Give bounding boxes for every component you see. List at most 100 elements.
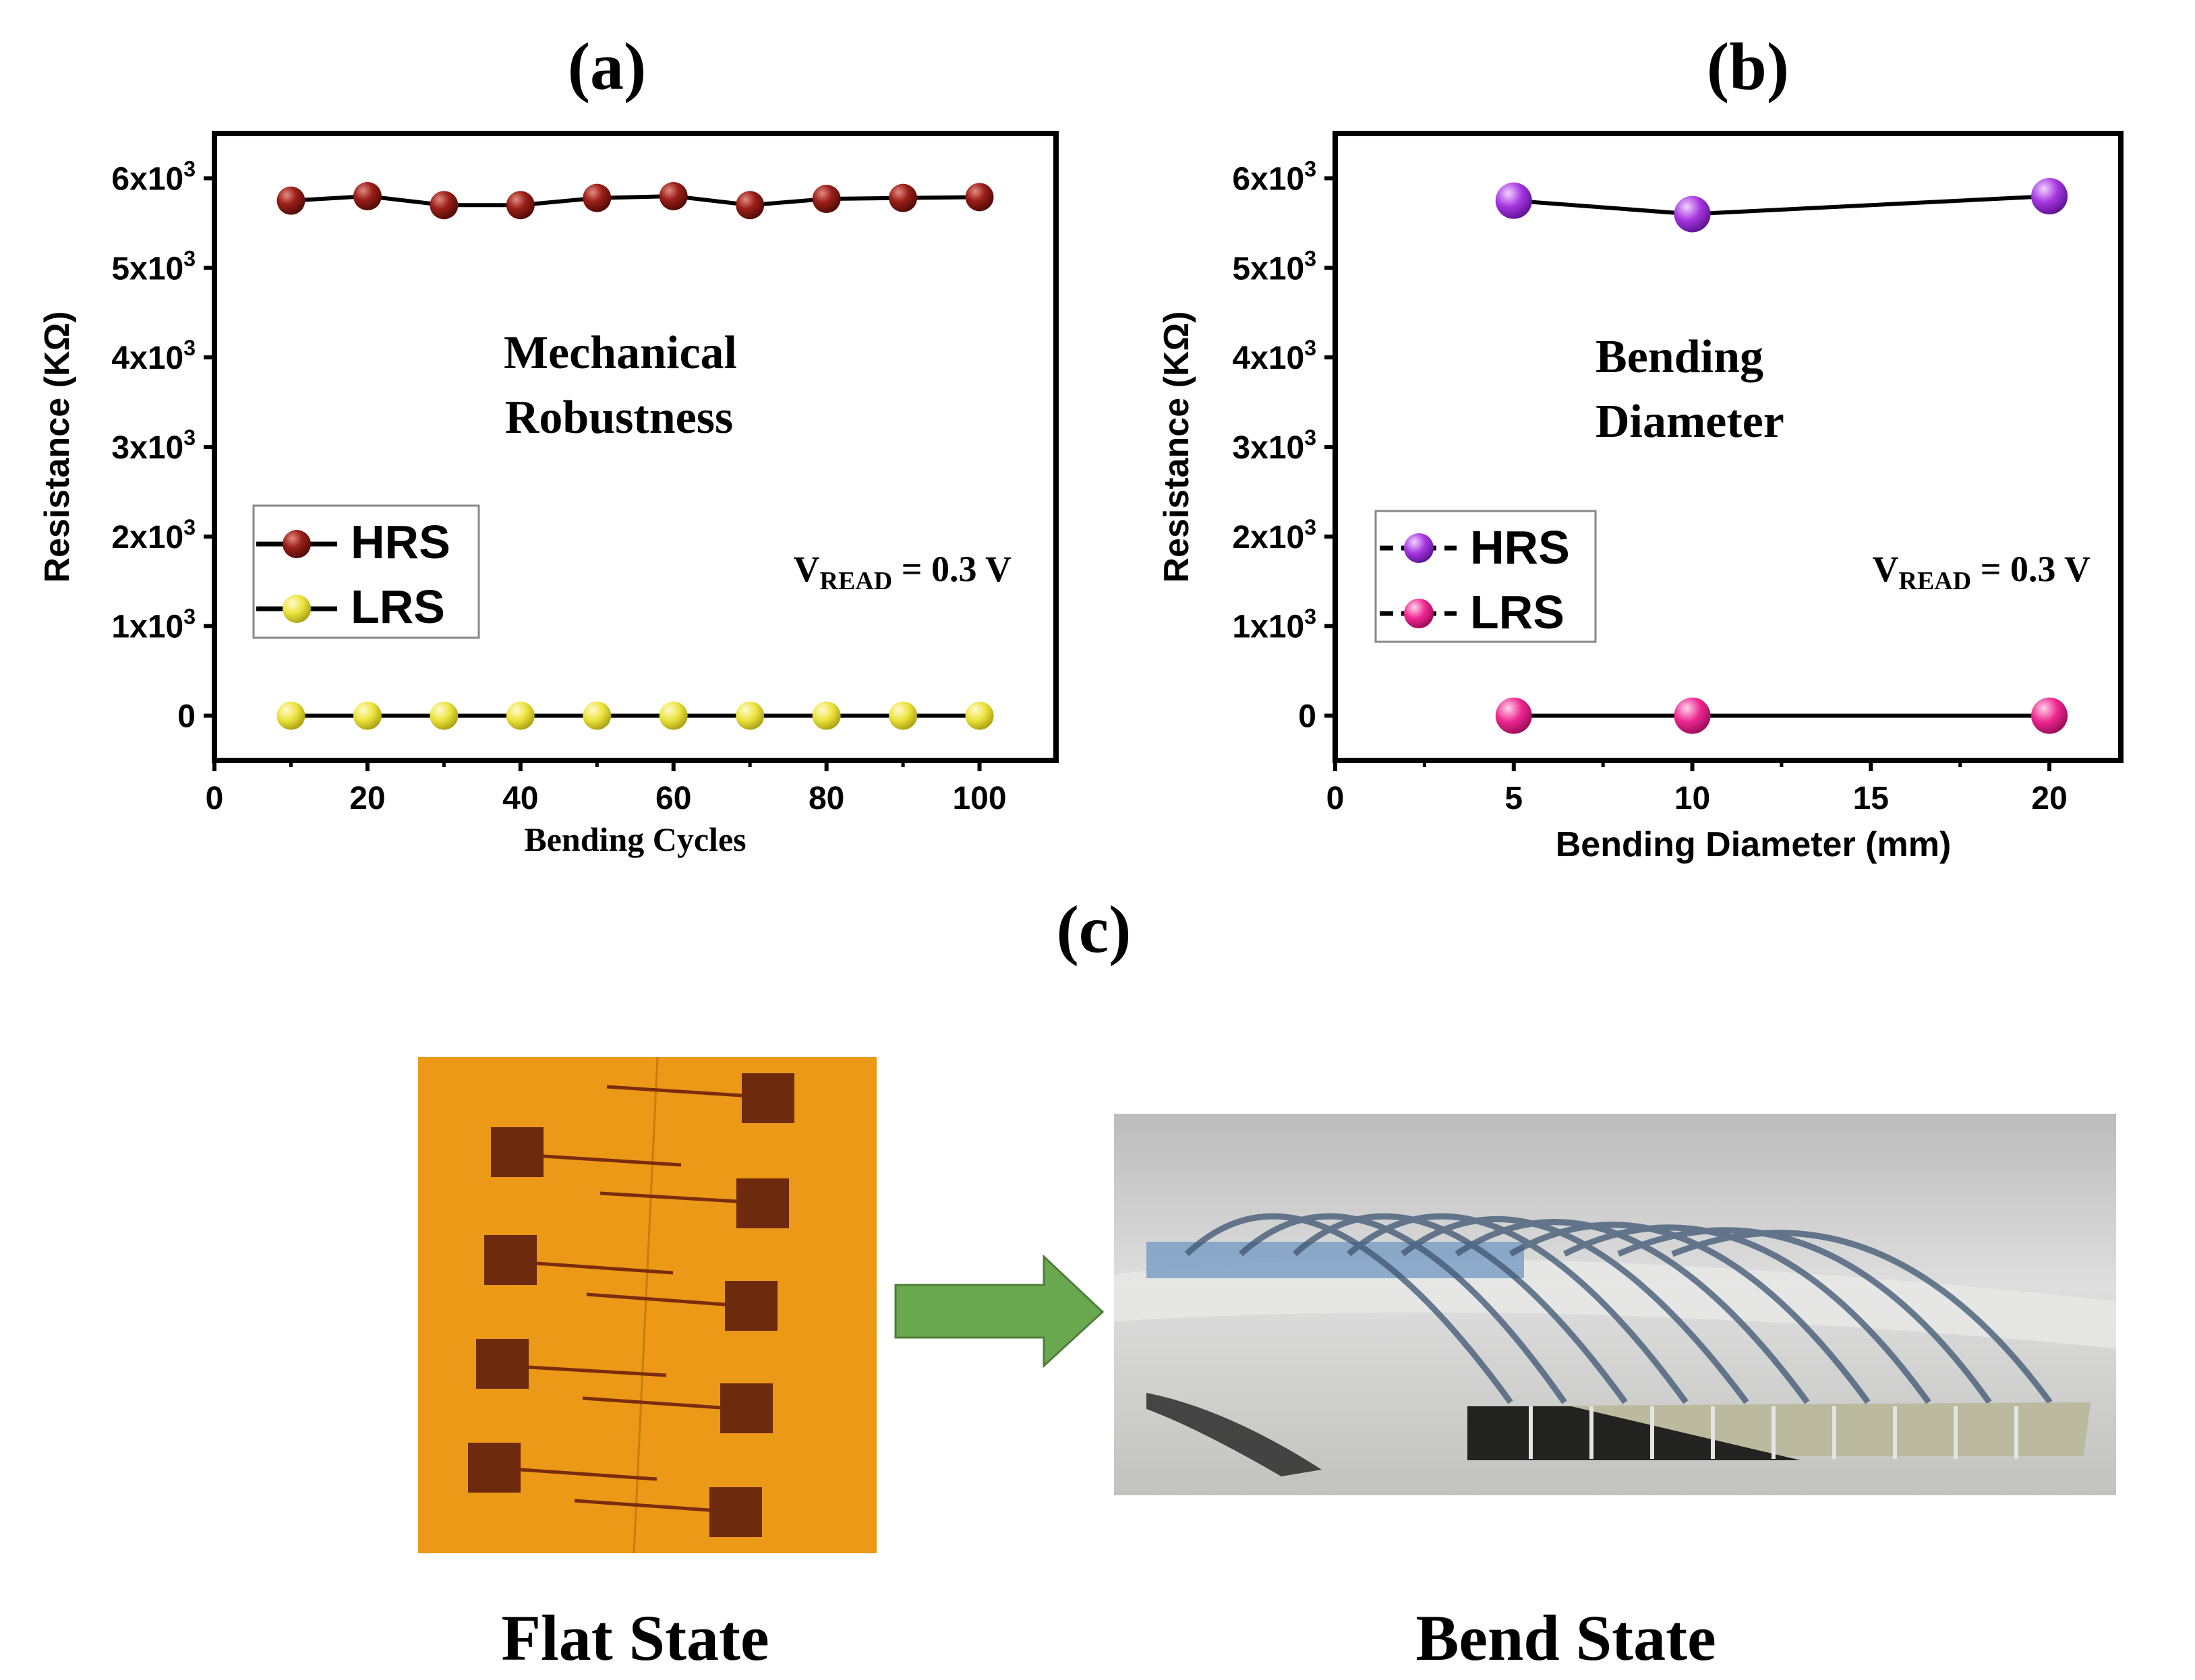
y-tick-label: 1x103 <box>1232 605 1316 645</box>
vread-v: V <box>794 549 820 589</box>
flat-state-photo <box>418 1056 877 1554</box>
data-point <box>506 701 535 730</box>
legend-hrs-marker <box>1404 533 1434 563</box>
legend-hrs-marker <box>283 530 311 558</box>
y-axis-label: Resistance (KΩ) <box>1157 311 1196 583</box>
vread-annotation: VREAD = 0.3 V <box>794 549 1012 595</box>
x-tick-label: 15 <box>1853 781 1889 816</box>
y-tick-label: 0 <box>1298 699 1316 735</box>
electrode-pad <box>742 1073 794 1123</box>
y-tick-label: 5x103 <box>111 246 196 287</box>
x-tick-labels: 0 5 10 15 20 <box>1326 781 2068 816</box>
data-point <box>889 701 918 730</box>
y-tick-label: 0 <box>177 699 196 735</box>
data-point <box>1674 697 1711 734</box>
data-series <box>1495 178 2068 734</box>
y-tick-label: 1x103 <box>111 605 196 645</box>
x-tick-label: 10 <box>1674 781 1710 816</box>
x-tick-label: 5 <box>1504 781 1523 816</box>
data-point <box>276 186 305 215</box>
series-hrs <box>1495 178 2068 233</box>
x-axis-label: Bending Cycles <box>524 820 746 858</box>
y-tick-label: 2x103 <box>111 515 196 556</box>
x-tick-label: 20 <box>2031 781 2067 816</box>
data-point <box>736 191 765 220</box>
electrode-pad <box>468 1443 521 1493</box>
series-line <box>291 193 980 208</box>
vread-value: = 0.3 V <box>1971 549 2090 589</box>
vread-sub: READ <box>1899 567 1972 595</box>
y-tick-label: 5x103 <box>1232 246 1316 287</box>
y-tick-label: 4x103 <box>111 336 196 376</box>
electrode-pad <box>720 1383 773 1433</box>
data-point <box>1495 182 1532 219</box>
x-tick-label: 0 <box>1326 781 1345 816</box>
data-series <box>276 182 994 730</box>
legend-lrs-label: LRS <box>351 580 445 633</box>
y-tick-labels: 6x103 5x103 4x103 3x103 2x103 1x103 0 <box>1232 156 1316 734</box>
electrode-pad <box>476 1339 529 1389</box>
electrode-pad <box>491 1127 544 1177</box>
arrow-icon <box>894 1254 1105 1369</box>
plot-frame <box>1333 131 2124 763</box>
chart-b: 6x103 5x103 4x103 3x103 2x103 1x103 0 0 5 10 15 20… <box>1157 131 2124 864</box>
electrode-pad <box>725 1281 778 1331</box>
data-point <box>2031 697 2068 734</box>
data-point <box>965 701 994 730</box>
legend-hrs-label: HRS <box>1470 521 1570 574</box>
bend-state-photo <box>1114 1114 2116 1495</box>
vread-sub: READ <box>820 567 893 595</box>
tick-marks <box>1324 176 2052 771</box>
x-tick-label: 40 <box>502 781 538 816</box>
y-tick-label: 6x103 <box>1232 156 1316 197</box>
data-point <box>736 701 765 730</box>
flat-state-label: Flat State <box>501 1602 769 1674</box>
y-tick-labels: 6x103 5x103 4x103 3x103 2x103 1x103 0 <box>111 156 196 734</box>
data-point <box>506 191 535 220</box>
plot-frame <box>212 131 1059 763</box>
data-point <box>659 182 688 210</box>
legend: HRS LRS <box>1374 510 1597 643</box>
series-hrs <box>276 182 994 220</box>
electrode-pad <box>736 1178 789 1228</box>
y-tick-label: 3x103 <box>1232 425 1316 466</box>
y-axis-label: Resistance (KΩ) <box>38 311 77 583</box>
data-point <box>430 191 459 220</box>
data-point <box>1495 697 1532 734</box>
data-point <box>812 184 841 213</box>
series-lrs <box>276 701 994 730</box>
vread-value: = 0.3 V <box>892 549 1012 589</box>
data-point <box>659 701 688 730</box>
data-point <box>965 183 994 212</box>
data-point <box>812 701 841 730</box>
electrode-pad <box>709 1487 762 1537</box>
annotation-line-2: Diameter <box>1596 396 1784 448</box>
electrode-pad <box>484 1235 537 1285</box>
data-point <box>2031 178 2068 214</box>
panel-label-b: (b) <box>1707 29 1789 104</box>
data-point <box>889 183 918 212</box>
y-tick-label: 6x103 <box>111 156 196 197</box>
legend-hrs-label: HRS <box>351 516 450 568</box>
vread-annotation: VREAD = 0.3 V <box>1873 549 2090 595</box>
y-tick-label: 2x103 <box>1232 515 1316 556</box>
legend-lrs-marker <box>283 595 311 623</box>
y-tick-label: 3x103 <box>111 425 196 466</box>
bend-state-label: Bend State <box>1415 1602 1716 1674</box>
x-axis-label: Bending Diameter (mm) <box>1556 825 1952 864</box>
x-tick-label: 100 <box>952 781 1006 816</box>
series-lrs <box>1495 697 2068 734</box>
y-tick-label: 4x103 <box>1232 336 1316 376</box>
x-tick-label: 0 <box>206 781 224 816</box>
panel-label-c: (c) <box>1057 892 1132 967</box>
data-point <box>353 182 382 210</box>
data-point <box>353 701 382 730</box>
data-point <box>583 183 612 212</box>
data-point <box>1674 196 1711 233</box>
data-point <box>276 701 305 730</box>
x-tick-label: 80 <box>809 781 844 816</box>
panel-label-a: (a) <box>568 29 647 104</box>
tick-marks <box>204 176 982 771</box>
